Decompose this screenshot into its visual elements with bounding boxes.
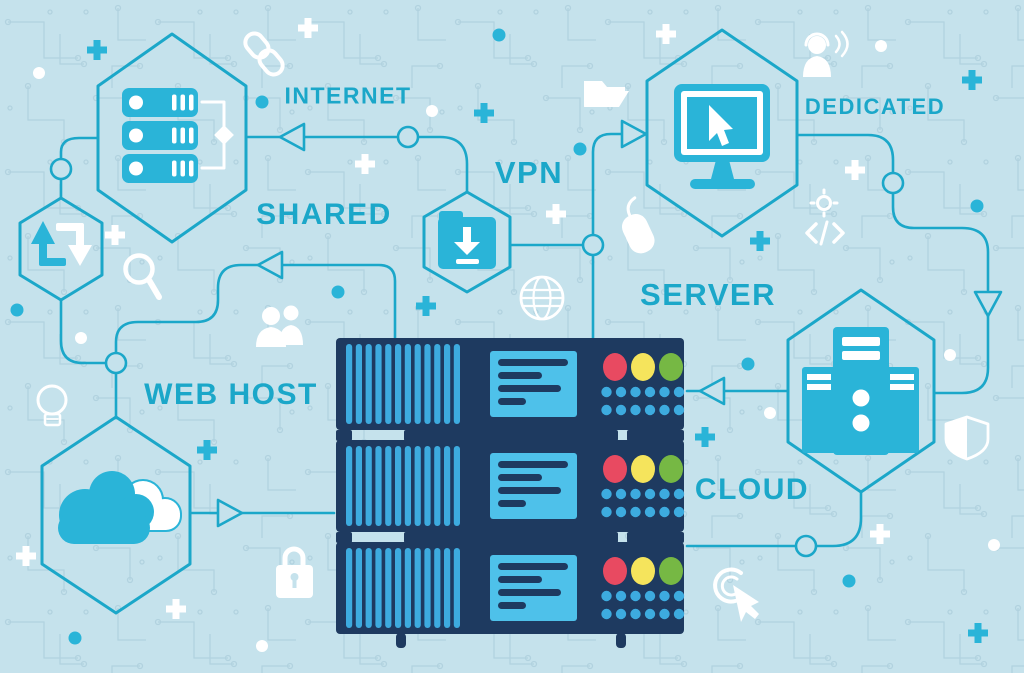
label-web-host: WEB HOST: [144, 378, 318, 411]
server-stack-icon: [122, 88, 234, 183]
dot-icon: [944, 349, 956, 361]
arrow-left-icon: [278, 122, 306, 152]
servers-hexagon: [786, 288, 936, 494]
plus-icon: [355, 154, 375, 174]
junction-circle: [396, 125, 420, 149]
dedicated-hexagon: [645, 28, 799, 238]
lock-icon: [276, 546, 313, 598]
plus-icon: [750, 231, 770, 251]
label-shared: SHARED: [256, 198, 392, 231]
junction-circle: [881, 171, 905, 195]
junction-circle: [581, 233, 605, 257]
label-internet: INTERNET: [284, 82, 412, 109]
plus-icon: [962, 70, 982, 90]
rack-unit: [336, 542, 685, 634]
monitor-cursor-icon: [674, 84, 770, 189]
hexagon-nodes: [18, 28, 936, 615]
internet-hexagon: [96, 32, 248, 244]
plus-icon: [845, 160, 865, 180]
dot-icon: [255, 95, 269, 109]
arrow-left-icon: [698, 376, 726, 406]
dot-icon: [10, 303, 24, 317]
dot-icon: [33, 67, 45, 79]
arrow-right-icon: [620, 119, 648, 149]
decorative-plus-dot-layer: [10, 18, 1000, 652]
label-dedicated: DEDICATED: [804, 94, 946, 119]
vpn-hexagon: [422, 190, 512, 294]
plus-icon: [968, 623, 988, 643]
dot-icon: [970, 199, 984, 213]
rack-unit: [336, 440, 685, 532]
plus-icon: [298, 18, 318, 38]
plus-icon: [695, 427, 715, 447]
support-agent-icon: [803, 30, 849, 77]
dot-icon: [842, 574, 856, 588]
arrow-down-icon: [973, 290, 1003, 318]
plus-icon: [197, 440, 217, 460]
plus-icon: [105, 225, 125, 245]
decorative-icons: [36, 30, 990, 622]
arrow-left-icon: [256, 250, 284, 280]
label-cloud: CLOUD: [694, 473, 810, 506]
plus-icon: [166, 599, 186, 619]
plus-icon: [870, 524, 890, 544]
dot-icon: [988, 539, 1000, 551]
plus-icon: [87, 40, 107, 60]
folder-download-icon: [438, 211, 496, 269]
shield-icon: [944, 415, 990, 461]
server-rack: [336, 338, 685, 648]
label-vpn: VPN: [494, 155, 564, 190]
users-icon: [256, 305, 303, 347]
cloud-hexagon: [40, 415, 192, 615]
dot-icon: [492, 28, 506, 42]
code-gear-icon: [805, 188, 845, 246]
arrow-right-icon: [216, 498, 244, 528]
plus-icon: [416, 296, 436, 316]
rack-unit: [336, 338, 685, 430]
open-folder-icon: [584, 81, 629, 107]
plus-icon: [16, 546, 36, 566]
sync-arrows-icon: [31, 221, 92, 266]
dot-icon: [875, 40, 887, 52]
tap-pointer-icon: [713, 567, 759, 622]
junction-circle: [104, 351, 128, 375]
sync-hexagon: [18, 196, 104, 302]
plus-icon: [546, 204, 566, 224]
connector-lines: [49, 119, 1003, 558]
lightbulb-icon: [36, 384, 68, 427]
dot-icon: [68, 631, 82, 645]
dot-icon: [573, 142, 587, 156]
dot-icon: [741, 357, 755, 371]
clouds-icon: [58, 471, 182, 544]
junction-circle: [794, 534, 818, 558]
plus-icon: [474, 103, 494, 123]
dot-icon: [331, 285, 345, 299]
server-towers-icon: [802, 327, 919, 455]
dot-icon: [256, 640, 268, 652]
mouse-icon: [621, 196, 655, 254]
dot-icon: [75, 332, 87, 344]
magnifier-icon: [123, 253, 162, 300]
dot-icon: [764, 407, 776, 419]
plus-icon: [656, 24, 676, 44]
globe-icon: [519, 275, 565, 321]
label-server: SERVER: [640, 277, 776, 312]
dot-icon: [426, 105, 438, 117]
junction-circle: [49, 157, 73, 181]
chain-link-icon: [243, 31, 285, 77]
